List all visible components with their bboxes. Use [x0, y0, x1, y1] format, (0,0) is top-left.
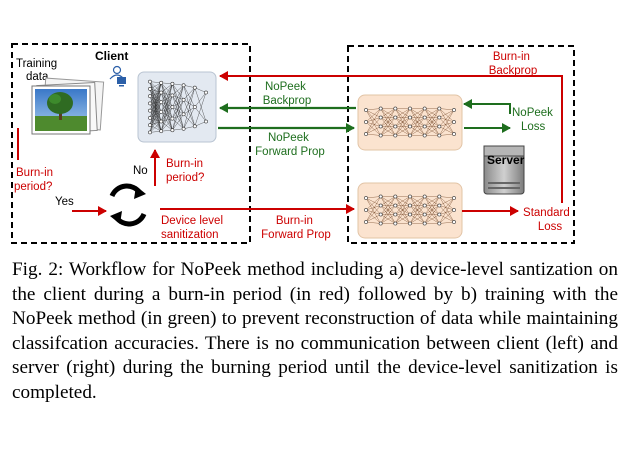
nopeek-forward-label: NoPeek Forward Prop	[255, 132, 325, 158]
client-region	[11, 43, 251, 244]
server-icon	[483, 145, 525, 195]
burnin-backprop-arrow	[219, 71, 563, 85]
nopeek-loss-label: NoPeek Loss	[512, 107, 556, 133]
server-region	[347, 45, 575, 244]
standard-loss-label: Standard Loss	[523, 207, 573, 233]
client-user-icon	[109, 65, 126, 87]
server-network-bottom	[357, 182, 463, 239]
client-network	[137, 71, 217, 143]
device-sanitization-label: Device level sanitization	[161, 215, 226, 241]
burnin-forward-label: Burn-in Forward Prop	[261, 215, 331, 241]
no-label: No	[133, 165, 148, 177]
training-images-icon	[31, 77, 105, 135]
workflow-diagram: Client Training data Server	[11, 43, 575, 244]
training-data-label: Training data	[16, 58, 60, 83]
burnin-backprop-label: Burn-in Backprop	[489, 51, 538, 77]
burnin-question-left: Burn-in period?	[14, 167, 56, 193]
yes-label: Yes	[55, 196, 74, 208]
nopeek-backprop-label: NoPeek Backprop	[263, 81, 312, 107]
figure-caption: Fig. 2: Workflow for NoPeek method inclu…	[12, 259, 618, 403]
server-label: Server	[487, 153, 525, 167]
nopeek-loss-loop	[463, 99, 511, 114]
burnin-question-up: Burn-in period?	[166, 158, 206, 184]
client-label: Client	[95, 49, 128, 63]
server-network-top	[357, 94, 463, 151]
sanitization-cycle-icon	[109, 183, 147, 227]
